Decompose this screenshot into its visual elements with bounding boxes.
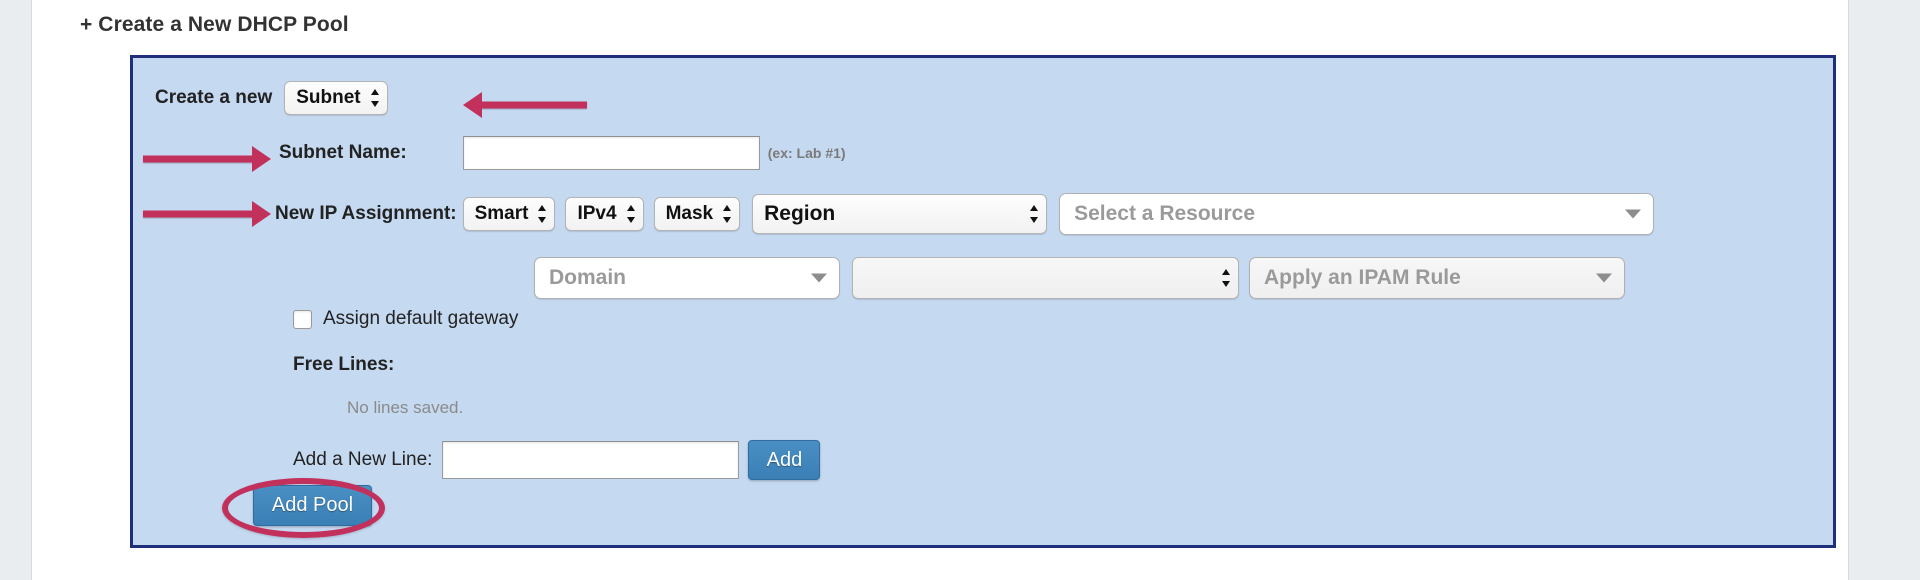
select-updown-arrow-icon xyxy=(626,204,636,224)
annotation-arrow-to-create-type xyxy=(463,92,587,118)
ip-assignment-label: New IP Assignment: xyxy=(275,203,457,224)
add-line-label: Add a New Line: xyxy=(293,449,433,470)
create-dhcp-pool-panel: Create a new Subnet Subnet Name: (ex: La… xyxy=(130,55,1836,548)
annotation-arrow-to-subnet-name xyxy=(143,146,271,172)
annotation-arrow-to-ip-assignment xyxy=(143,201,271,227)
ipam-rule-dropdown[interactable]: Apply an IPAM Rule xyxy=(1249,257,1625,299)
resource-placeholder: Select a Resource xyxy=(1074,202,1256,225)
assign-gateway-row[interactable]: Assign default gateway xyxy=(293,308,518,330)
select-updown-arrow-icon xyxy=(1030,204,1039,224)
secondary-select[interactable] xyxy=(852,257,1239,299)
add-line-row: Add a New Line: Add xyxy=(293,440,821,480)
subnet-name-input[interactable] xyxy=(462,136,760,170)
subnet-name-label: Subnet Name: xyxy=(279,142,407,163)
page-gutter-right xyxy=(1848,0,1920,580)
assign-gateway-checkbox[interactable] xyxy=(293,309,312,329)
create-a-new-label: Create a new xyxy=(155,87,273,108)
ip-assignment-row-2: Domain Apply an IPAM Rule xyxy=(534,257,1625,299)
add-line-button[interactable]: Add xyxy=(748,440,821,480)
select-updown-arrow-icon xyxy=(723,204,732,224)
chevron-down-icon xyxy=(1596,273,1612,283)
create-type-row: Create a new Subnet xyxy=(155,81,388,115)
create-type-value: Subnet xyxy=(296,87,361,108)
ip-version-value: IPv4 xyxy=(577,203,617,224)
page-gutter-left xyxy=(0,0,32,580)
select-updown-arrow-icon xyxy=(1222,268,1231,288)
domain-placeholder: Domain xyxy=(549,266,627,289)
chevron-down-icon xyxy=(811,273,827,283)
ip-version-select[interactable]: IPv4 xyxy=(565,197,644,231)
add-pool-row: Add Pool xyxy=(253,485,372,526)
free-lines-row: Free Lines: xyxy=(293,354,394,376)
add-pool-button-label: Add Pool xyxy=(271,494,354,516)
no-lines-text: No lines saved. xyxy=(347,398,464,417)
ipam-rule-placeholder: Apply an IPAM Rule xyxy=(1264,266,1461,289)
select-updown-arrow-icon xyxy=(538,204,547,224)
ip-scope-select[interactable]: Region xyxy=(752,194,1048,234)
select-updown-arrow-icon xyxy=(370,88,380,108)
chevron-down-icon xyxy=(1625,209,1642,219)
ip-mode-select[interactable]: Smart xyxy=(462,197,556,231)
no-lines-row: No lines saved. xyxy=(347,398,463,418)
page-title: + Create a New DHCP Pool xyxy=(80,13,349,36)
ip-mask-value: Mask xyxy=(665,203,714,224)
ip-mask-select[interactable]: Mask xyxy=(653,197,741,231)
ip-assignment-row: New IP Assignment: Smart IPv4 Mask Regio… xyxy=(275,193,1655,235)
ip-mode-value: Smart xyxy=(474,203,529,224)
add-line-button-label: Add xyxy=(766,448,803,471)
add-pool-button[interactable]: Add Pool xyxy=(253,485,372,526)
ip-scope-value: Region xyxy=(764,202,836,225)
assign-gateway-label: Assign default gateway xyxy=(323,308,519,329)
resource-dropdown[interactable]: Select a Resource xyxy=(1059,193,1655,235)
domain-dropdown[interactable]: Domain xyxy=(534,257,840,299)
free-lines-label: Free Lines: xyxy=(293,354,395,375)
add-line-input[interactable] xyxy=(442,441,740,479)
subnet-name-hint: (ex: Lab #1) xyxy=(767,145,846,161)
create-type-select[interactable]: Subnet xyxy=(284,81,388,115)
subnet-name-row: Subnet Name: (ex: Lab #1) xyxy=(279,136,846,170)
